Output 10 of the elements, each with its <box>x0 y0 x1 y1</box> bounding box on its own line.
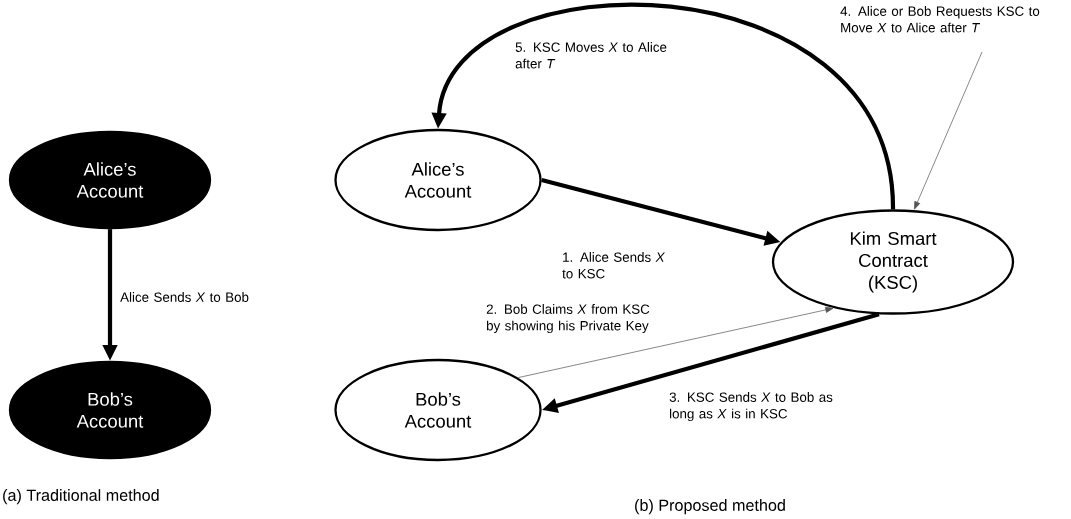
edge-label: 1. Alice Sends X to KSC <box>562 252 665 279</box>
arrow <box>914 51 983 210</box>
edge-label: 4. Alice or Bob Requests KSC to Move X to Alice after T <box>840 6 1040 33</box>
caption: (b) Proposed method <box>635 499 785 515</box>
arrow <box>517 306 834 378</box>
edge-label: 5. KSC Moves X to Alice after T <box>515 42 667 69</box>
caption: (a) Traditional method <box>3 489 159 505</box>
edge-label: 3. KSC Sends X to Bob as long as X is in KSC <box>669 392 833 422</box>
edge-label: 2. Bob Claims X from KSC by showing his Private Key <box>486 304 650 334</box>
edge-label: Alice Sends X to Bob <box>120 292 249 302</box>
